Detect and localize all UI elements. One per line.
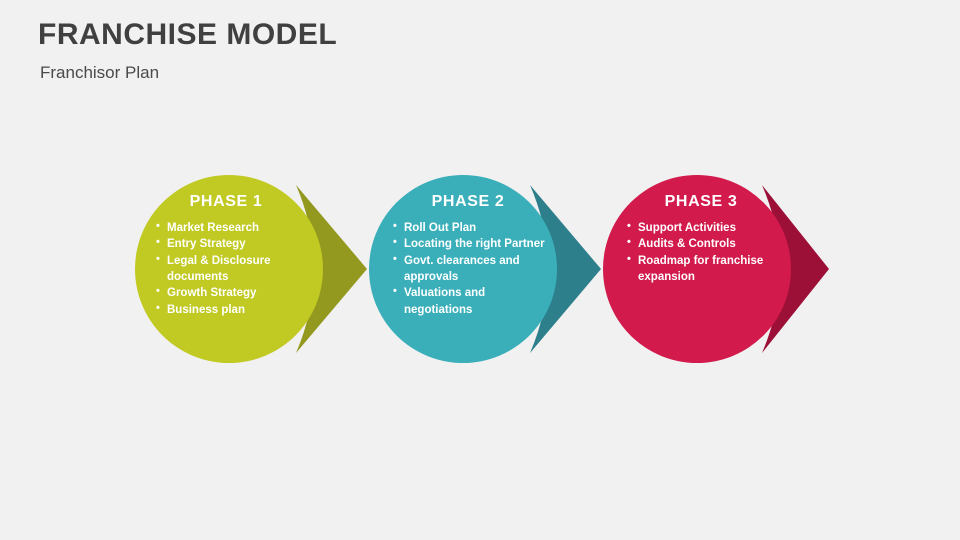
list-item: Valuations and negotiations (392, 284, 552, 318)
list-item: Roll Out Plan (392, 219, 552, 236)
list-item: Support Activities (626, 219, 784, 236)
list-item: Legal & Disclosure documents (155, 252, 305, 286)
list-item: Roadmap for franchise expansion (626, 252, 784, 286)
title-block: FRANCHISE MODEL Franchisor Plan (38, 18, 337, 83)
list-item: Market Research (155, 219, 305, 236)
list-item: Growth Strategy (155, 284, 305, 301)
phase-3-content: PHASE 3 Support Activities Audits & Cont… (626, 193, 784, 285)
list-item: Govt. clearances and approvals (392, 252, 552, 286)
page-subtitle: Franchisor Plan (40, 63, 160, 82)
phase-1-arrow (296, 185, 367, 353)
list-item: Entry Strategy (155, 235, 305, 252)
list-item: Business plan (155, 301, 305, 318)
list-item: Locating the right Partner (392, 235, 552, 252)
phase-2-heading: PHASE 2 (431, 193, 505, 210)
phase-1-content: PHASE 1 Market Research Entry Strategy L… (155, 193, 305, 318)
phase-1-list: Market Research Entry Strategy Legal & D… (155, 219, 305, 318)
page-title: FRANCHISE MODEL (38, 18, 338, 51)
phase-3-heading: PHASE 3 (664, 193, 738, 210)
phase-1-heading: PHASE 1 (189, 193, 263, 210)
phase-3-list: Support Activities Audits & Controls Roa… (626, 219, 784, 286)
list-item: Audits & Controls (626, 235, 784, 252)
phase-2-list: Roll Out Plan Locating the right Partner… (392, 219, 552, 318)
phase-2-content: PHASE 2 Roll Out Plan Locating the right… (392, 193, 552, 318)
